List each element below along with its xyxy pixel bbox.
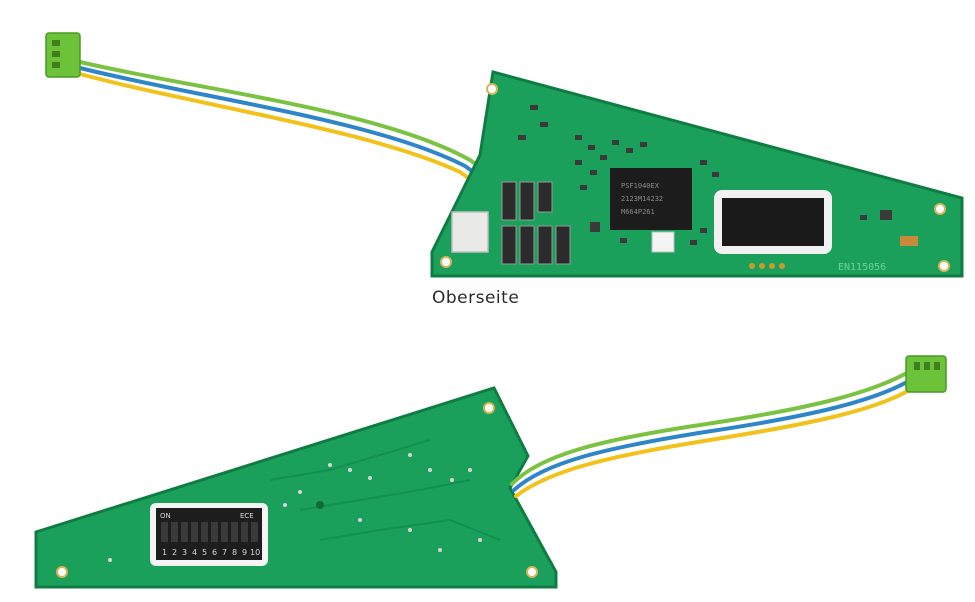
svg-text:ON: ON [160, 512, 171, 520]
vias [108, 453, 482, 562]
board-code: EN115056 [838, 262, 886, 273]
svg-text:ECE: ECE [240, 512, 254, 520]
svg-text:6: 6 [212, 548, 217, 557]
capacitor [900, 236, 918, 246]
center-via [316, 501, 324, 509]
svg-text:2: 2 [172, 548, 177, 557]
svg-text:8: 8 [232, 548, 237, 557]
status-led [651, 231, 675, 253]
bottom-cable [510, 368, 918, 498]
svg-text:2123M14232: 2123M14232 [621, 195, 663, 203]
smd-components [518, 105, 892, 245]
top-decoder-board: PSF1040EX 2123M14232 M664P261 [45, 32, 964, 278]
diode-array [501, 181, 571, 265]
bottom-decoder-board: ON ECE 1 2 3 4 5 6 7 8 9 10 [34, 355, 947, 589]
svg-text:10: 10 [250, 548, 260, 557]
svg-text:9: 9 [242, 548, 247, 557]
dip-switch: ON ECE 1 2 3 4 5 6 7 8 9 10 [150, 503, 268, 566]
svg-text:M664P261: M664P261 [621, 208, 655, 216]
processor-chip: PSF1040EX 2123M14232 M664P261 [610, 168, 692, 230]
board-socket [451, 211, 489, 253]
bottom-pcb [34, 386, 558, 589]
top-connector [45, 32, 81, 78]
svg-text:PSF1040EX: PSF1040EX [621, 182, 660, 190]
bottom-connector [905, 355, 947, 393]
svg-text:1: 1 [162, 548, 167, 557]
caption-oberseite: Oberseite [432, 288, 520, 308]
svg-text:3: 3 [182, 548, 187, 557]
svg-text:5: 5 [202, 548, 207, 557]
pcb-traces [269, 439, 501, 541]
solder-pads [749, 263, 785, 269]
svg-text:7: 7 [222, 548, 227, 557]
top-cable [78, 60, 491, 204]
memory-chip [714, 190, 832, 254]
svg-text:4: 4 [192, 548, 197, 557]
